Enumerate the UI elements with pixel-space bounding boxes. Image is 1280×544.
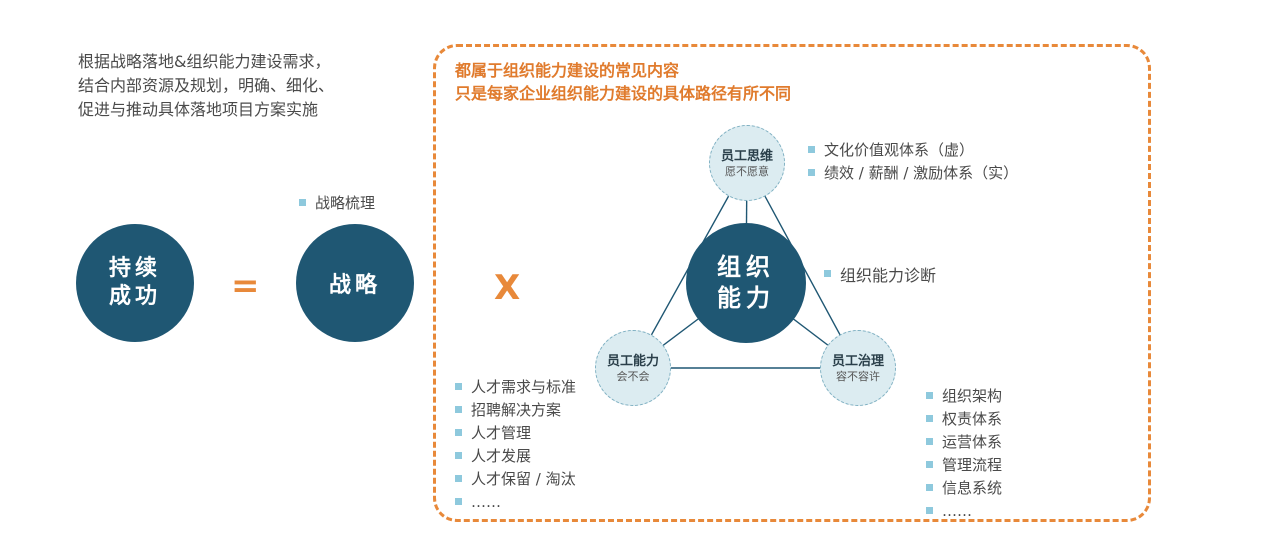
node-employee-ability: 员工能力 会不会 (595, 330, 671, 406)
intro-line: 促进与推动具体落地项目方案实施 (78, 100, 319, 119)
bullet-square-icon (455, 383, 462, 390)
org-diagnosis-text: 组织能力诊断 (840, 265, 937, 285)
list-item-text: …… (471, 492, 501, 511)
bullet-square-icon (808, 169, 815, 176)
strategy-note-text: 战略梳理 (315, 194, 376, 212)
bullet-square-icon (455, 429, 462, 436)
box-heading: 都属于组织能力建设的常见内容 只是每家企业组织能力建设的具体路径有所不同 (455, 59, 791, 105)
strategy-label: 战略 (328, 273, 381, 298)
intro-text: 根据战略落地&组织能力建设需求， 结合内部资源及规划，明确、细化、 促进与推动具… (78, 50, 398, 122)
org-line2: 能力 (717, 284, 775, 312)
bullet-square-icon (926, 415, 933, 422)
thinking-list: 文化价值观体系（虚） 绩效 / 薪酬 / 激励体系（实） (808, 138, 1018, 184)
strategy-circle: 战略 (296, 224, 414, 342)
list-item: 权责体系 (926, 407, 1002, 430)
node-employee-thinking: 员工思维 愿不愿意 (709, 125, 785, 201)
list-item-text: 运营体系 (942, 433, 1003, 451)
node-subtitle: 会不会 (616, 369, 650, 383)
org-capability-circle: 组织 能力 (686, 223, 806, 343)
list-item: 人才发展 (455, 444, 576, 467)
bullet-square-icon (926, 461, 933, 468)
box-heading-line1: 都属于组织能力建设的常见内容 (455, 61, 680, 80)
bullet-square-icon (926, 507, 933, 514)
governance-list: 组织架构 权责体系 运营体系 管理流程 信息系统 …… (926, 384, 1002, 522)
org-line1: 组织 (717, 253, 775, 281)
strategy-note: 战略梳理 (299, 191, 375, 214)
node-title: 员工治理 (831, 353, 884, 369)
list-item-text: 人才保留 / 淘汰 (471, 470, 576, 488)
list-item-text: 组织架构 (942, 387, 1003, 405)
list-item-text: 招聘解决方案 (471, 401, 562, 419)
bullet-square-icon (455, 406, 462, 413)
list-item-text: 管理流程 (942, 456, 1003, 474)
bullet-square-icon (455, 498, 462, 505)
success-line2: 成功 (108, 284, 161, 309)
list-item-text: 文化价值观体系（虚） (824, 141, 975, 159)
list-item: 招聘解决方案 (455, 398, 576, 421)
list-item: 绩效 / 薪酬 / 激励体系（实） (808, 161, 1018, 184)
bullet-square-icon (926, 392, 933, 399)
intro-line: 根据战略落地&组织能力建设需求， (78, 52, 331, 71)
bullet-square-icon (455, 475, 462, 482)
multiply-sign: X (494, 268, 521, 308)
bullet-square-icon (926, 484, 933, 491)
node-subtitle: 愿不愿意 (725, 164, 769, 178)
bullet-square-icon (808, 146, 815, 153)
node-subtitle: 容不容许 (836, 369, 880, 383)
list-item: …… (455, 490, 576, 513)
list-item-text: 权责体系 (942, 410, 1003, 428)
sustained-success-circle: 持续 成功 (76, 224, 194, 342)
intro-line: 结合内部资源及规划，明确、细化、 (78, 76, 335, 95)
node-title: 员工能力 (606, 353, 659, 369)
list-item: 人才保留 / 淘汰 (455, 467, 576, 490)
list-item: 运营体系 (926, 430, 1002, 453)
node-employee-governance: 员工治理 容不容许 (820, 330, 896, 406)
org-diagnosis-note: 组织能力诊断 (824, 262, 936, 285)
list-item-text: 人才需求与标准 (471, 378, 577, 396)
list-item: 管理流程 (926, 453, 1002, 476)
equals-sign: = (231, 266, 260, 306)
list-item: 文化价值观体系（虚） (808, 138, 1018, 161)
node-title: 员工思维 (720, 148, 773, 164)
list-item: 人才需求与标准 (455, 375, 576, 398)
box-heading-line2: 只是每家企业组织能力建设的具体路径有所不同 (455, 84, 792, 103)
list-item-text: 人才发展 (471, 447, 532, 465)
bullet-square-icon (824, 270, 831, 277)
list-item-text: …… (942, 501, 972, 520)
ability-list: 人才需求与标准 招聘解决方案 人才管理 人才发展 人才保留 / 淘汰 …… (455, 375, 576, 513)
list-item: 人才管理 (455, 421, 576, 444)
success-line1: 持续 (108, 256, 161, 281)
list-item-text: 信息系统 (942, 479, 1003, 497)
list-item: 信息系统 (926, 476, 1002, 499)
bullet-square-icon (455, 452, 462, 459)
list-item: …… (926, 499, 1002, 522)
bullet-square-icon (299, 199, 306, 206)
list-item-text: 绩效 / 薪酬 / 激励体系（实） (824, 164, 1019, 182)
bullet-square-icon (926, 438, 933, 445)
list-item: 组织架构 (926, 384, 1002, 407)
dashed-content-box (433, 44, 1151, 522)
list-item-text: 人才管理 (471, 424, 532, 442)
